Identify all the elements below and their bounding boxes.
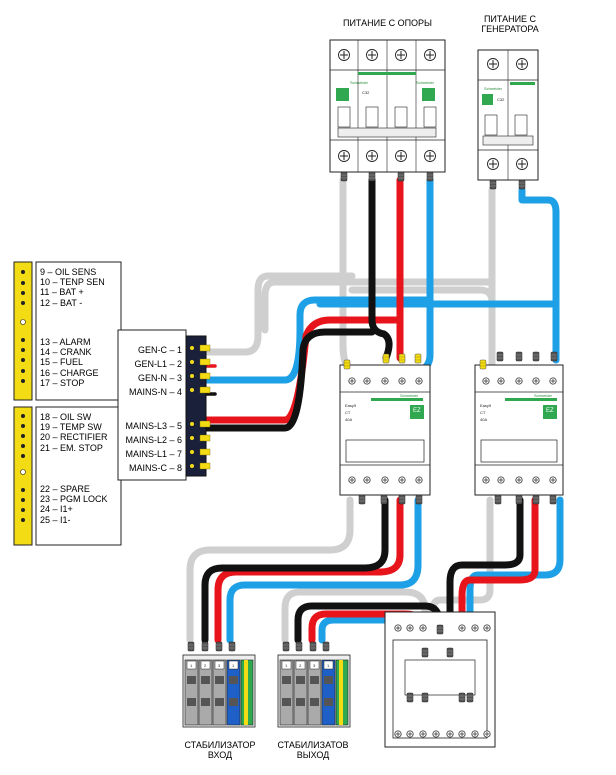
sense-label-box — [117, 329, 187, 481]
gen-breaker-brand: Schneider — [484, 86, 503, 91]
stabilizer-in-terminals — [182, 641, 256, 728]
stabilizer-out-label: СТАБИЛИЗАТОВ ВЫХОД — [277, 740, 349, 760]
mains-contactor-rating: 40A — [345, 417, 353, 422]
wire-black-mains-l — [368, 176, 393, 362]
gen-contactor-brand: Schneider — [534, 393, 553, 398]
sense-terminal-block — [185, 335, 211, 477]
controller-strip-upper — [13, 261, 33, 401]
generator-supply-label: ПИТАНИЕ С ГЕНЕРАТОРА — [481, 14, 539, 34]
gen-contactor-type: CT — [480, 410, 486, 415]
mains-contactor-logo: EZ — [413, 408, 421, 414]
mains-contactor-brand: Schneider — [400, 393, 419, 398]
wire-black-sense — [201, 328, 376, 432]
controller-terminal-list-d: 22 – SPARE 23 – PGM LOCK 24 – I1+ 25 – I… — [40, 484, 108, 525]
stab-out-number-2: 2 — [299, 663, 302, 668]
sensing-terminal-list-mains: MAINS-L3 – 5 MAINS-L2 – 6 MAINS-L1 – 7 M… — [125, 421, 182, 473]
mains-breaker — [329, 39, 446, 182]
stabilizer-out-terminals — [277, 641, 351, 728]
wire-black-stab-in — [201, 496, 389, 644]
generator-contactor — [474, 351, 564, 505]
stab-in-number-4: 1 — [232, 663, 235, 668]
generator-breaker — [477, 49, 539, 190]
mains-contactor-type: CT — [345, 410, 351, 415]
wire-blue-stab-in — [226, 496, 422, 644]
mains-contactor — [339, 353, 431, 505]
changeover-switch — [384, 611, 496, 748]
gen-contactor-series: Easy9 — [480, 403, 492, 408]
stab-in-number-1: 1 — [190, 663, 193, 668]
wire-blue-gen-n — [316, 186, 560, 364]
mains-breaker-rating: C32 — [362, 90, 370, 95]
mains-breaker-brand: Schneider — [350, 80, 369, 85]
wire-gray-stab-in — [186, 496, 354, 644]
stab-out-number-4: 1 — [327, 663, 330, 668]
controller-strip-lower — [13, 406, 33, 546]
controller-label-box-lower — [35, 406, 122, 546]
gen-breaker-rating: C32 — [497, 97, 505, 102]
controller-terminal-list-c: 18 – OIL SW 19 – TEMP SW 20 – RECTIFIER … — [40, 412, 108, 453]
mains-breaker-brand-2: Schneider — [416, 80, 435, 85]
gen-contactor-logo: EZ — [546, 408, 554, 414]
stab-out-number-3: 3 — [313, 663, 316, 668]
controller-label-box-upper — [35, 261, 122, 401]
wire-gray-mains-c — [201, 176, 356, 356]
stab-in-number-3: 3 — [218, 663, 221, 668]
stabilizer-in-label: СТАБИЛИЗАТОР ВХОД — [184, 740, 256, 760]
controller-terminal-list-b: 13 – ALARM 14 – CRANK 15 – FUEL 16 – CHA… — [40, 337, 99, 388]
mains-contactor-series: Easy9 — [345, 403, 357, 408]
controller-terminal-list-a: 9 – OIL SENS 10 – TENP SEN 11 – BAT + 12… — [40, 267, 105, 308]
mains-supply-label: ПИТАНИЕ С ОПОРЫ — [342, 18, 433, 28]
stab-out-number-1: 1 — [285, 663, 288, 668]
wire-red-stab-in — [214, 496, 404, 644]
sensing-terminal-list-gen: GEN-C – 1 GEN-L1 – 2 GEN-N – 3 MAINS-N –… — [128, 345, 182, 397]
gen-contactor-rating: 40A — [480, 417, 488, 422]
stab-in-number-2: 2 — [204, 663, 207, 668]
